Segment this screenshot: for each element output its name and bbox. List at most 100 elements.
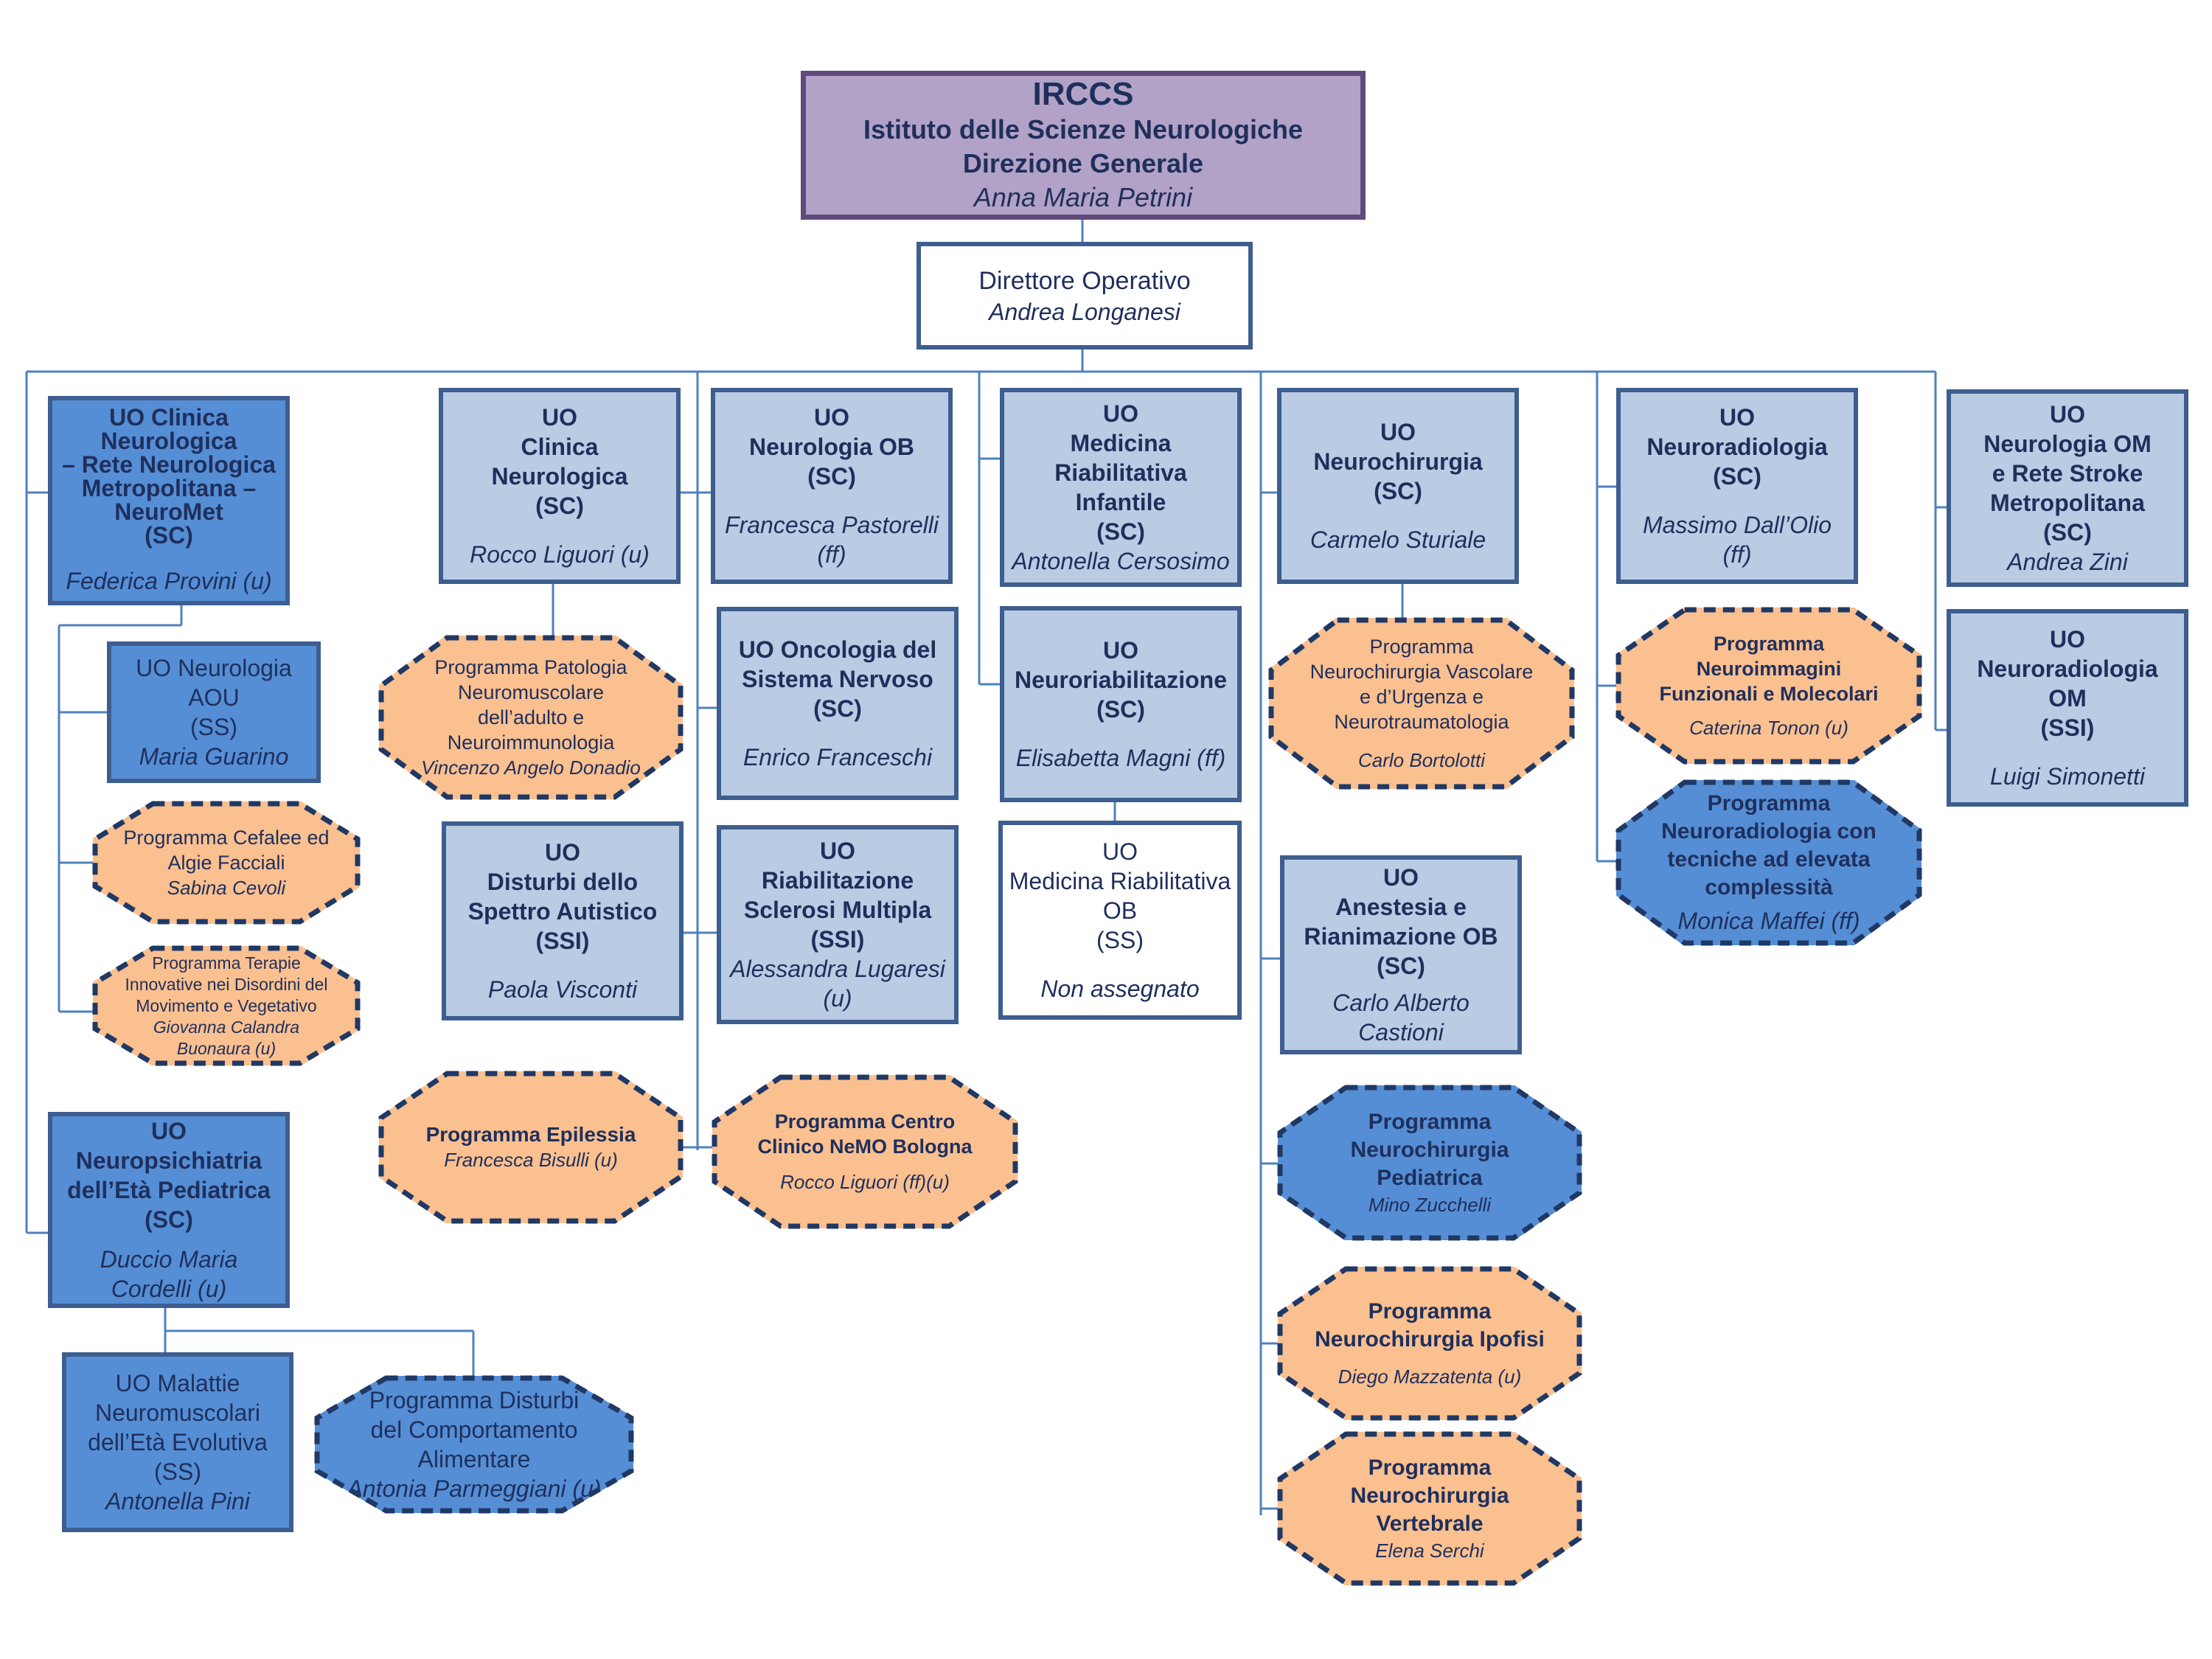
programma-epilessia-box: Programma Epilessia Francesca Bisulli (u…: [379, 1071, 683, 1223]
programma-patologia-neuromuscolare-box: Programma Patologia Neuromuscolare dell’…: [379, 636, 683, 799]
program-name-line: dell’adulto e: [477, 706, 585, 728]
unit-name-line: UO: [1103, 637, 1138, 664]
director-name: Cordelli (u): [111, 1276, 227, 1302]
program-name-line: Neurochirurgia Vascolare: [1310, 661, 1534, 683]
uo-neurologia-om-box: UO Neurologia OM e Rete Stroke Metropoli…: [1947, 389, 2188, 587]
program-name-line: del Comportamento: [370, 1416, 578, 1443]
unit-type-label: (SC): [1096, 696, 1145, 723]
unit-type-label: (SC): [1713, 463, 1761, 490]
director-name: Castioni: [1358, 1019, 1444, 1046]
unit-name-line: Metropolitana: [1990, 490, 2145, 516]
coordinator-name: Rocco Liguori (ff)(u): [780, 1171, 950, 1193]
director-name: Massimo Dall’Olio: [1642, 512, 1832, 538]
programma-cefalee-box: Programma Cefalee ed Algie Facciali Sabi…: [93, 801, 360, 924]
program-name-line: Neuroimmunologia: [447, 731, 615, 754]
unit-type-label: (SC): [2043, 519, 2092, 546]
uo-neurochirurgia-box: UO Neurochirurgia (SC) Carmelo Sturiale: [1277, 388, 1519, 584]
program-name-line: complessità: [1705, 875, 1833, 900]
unit-name-line: dell’Età Pediatrica: [67, 1177, 271, 1203]
program-name-line: Alimentare: [417, 1446, 531, 1472]
programma-disturbi-alimentare-box: Programma Disturbi del Comportamento Ali…: [315, 1376, 633, 1513]
program-name-line: Vertebrale: [1376, 1512, 1484, 1536]
director-name: Rocco Liguori (u): [470, 541, 650, 568]
program-name-line: Neurochirurgia: [1350, 1484, 1509, 1508]
programma-neurochirurgia-pediatrica-box: Programma Neurochirurgia Pediatrica Mino…: [1278, 1085, 1582, 1240]
unit-name-line: Clinica: [521, 434, 599, 460]
unit-name-line: NeuroMet: [114, 498, 223, 525]
unit-name-line: Disturbi dello: [487, 869, 639, 895]
coordinator-name: Antonia Parmeggiani (u): [347, 1475, 602, 1502]
director-name: Duccio Maria: [100, 1246, 238, 1273]
unit-name-line: UO: [151, 1118, 187, 1144]
programma-neurochirurgia-ipofisi-box: Programma Neurochirurgia Ipofisi Diego M…: [1278, 1267, 1582, 1420]
director-name: Carlo Alberto: [1332, 990, 1470, 1016]
program-name-line: Algie Facciali: [167, 852, 285, 874]
uo-neuroradiologia-box: UO Neuroradiologia (SC) Massimo Dall’Oli…: [1616, 388, 1858, 584]
director-name: Luigi Simonetti: [1990, 763, 2145, 790]
unit-name-line: Sistema Nervoso: [742, 666, 933, 692]
director-name: Antonella Pini: [105, 1488, 250, 1514]
program-name-line: Programma: [1368, 1455, 1492, 1480]
coordinator-name: Francesca Bisulli (u): [444, 1149, 618, 1171]
unit-name-line: UO Oncologia del: [738, 636, 937, 663]
uo-riabilitazione-sclerosi-multipla-box: UO Riabilitazione Sclerosi Multipla (SSI…: [717, 825, 959, 1024]
program-name-line: Neuromuscolare: [457, 681, 605, 703]
director-name: Carmelo Sturiale: [1310, 526, 1486, 553]
program-name-line: Programma: [1368, 1299, 1492, 1324]
uo-neurologia-ob-box: UO Neurologia OB (SC) Francesca Pastorel…: [711, 388, 953, 584]
uo-anestesia-rianimazione-box: UO Anestesia e Rianimazione OB (SC) Carl…: [1280, 855, 1522, 1054]
programma-neurochirurgia-vascolare-box: Programma Neurochirurgia Vascolare e d’U…: [1269, 618, 1574, 789]
coordinator-name: Elena Serchi: [1375, 1540, 1484, 1562]
unit-type-label: (SC): [1096, 518, 1145, 545]
uo-neuropsichiatria-box: UO Neuropsichiatria dell’Età Pediatrica …: [48, 1112, 290, 1308]
program-name-line: Neurochirurgia: [1350, 1138, 1509, 1162]
uo-neurologia-aou-box: UO Neurologia AOU (SS) Maria Guarino: [107, 641, 321, 783]
program-name-line: Neurotraumatologia: [1334, 711, 1509, 733]
unit-name-line: Neurologia OM: [1983, 431, 2152, 457]
programma-neuroimmagini-box: Programma Neuroimmagini Funzionali e Mol…: [1616, 608, 1921, 764]
director-name: Elisabetta Magni (ff): [1015, 745, 1226, 771]
unit-name-line: UO: [820, 838, 855, 864]
unit-name-line: UO: [2050, 401, 2085, 428]
unit-type-label: (SC): [535, 493, 584, 519]
unit-name-line: Medicina Riabilitativa: [1009, 868, 1231, 894]
unit-name-line: UO: [542, 404, 577, 431]
unit-name-line: UO: [1383, 864, 1419, 891]
unit-type-label: (SC): [145, 1206, 193, 1233]
unit-name-line: Metropolitana –: [81, 475, 257, 501]
direttore-operativo-box: Direttore Operativo Andrea Longanesi: [917, 242, 1253, 349]
unit-name-line: UO: [1380, 419, 1416, 445]
uo-clinica-neurologica-box: UO Clinica Neurologica (SC) Rocco Liguor…: [439, 388, 681, 584]
uo-clinica-neurologica-neuromet-box: UO Clinica Neurologica – Rete Neurologic…: [48, 396, 290, 605]
unit-type-label: (SC): [813, 695, 862, 722]
unit-name-line: UO: [2050, 626, 2085, 653]
director-name: (u): [823, 985, 852, 1012]
unit-name-line: Neurologia OB: [748, 434, 914, 460]
program-name-line: Pediatrica: [1377, 1166, 1483, 1190]
direttore-generale-name: Anna Maria Petrini: [973, 182, 1193, 212]
unit-name-line: Neuropsichiatria: [75, 1147, 262, 1174]
unit-type-label: (SSI): [810, 926, 865, 953]
program-name-line: tecniche ad elevata: [1667, 847, 1871, 872]
unit-name-line: Neuroriabilitazione: [1014, 667, 1228, 693]
unit-name-line: Infantile: [1075, 489, 1166, 515]
unit-name-line: Neuroradiologia: [1646, 434, 1828, 460]
director-name: (ff): [817, 541, 846, 568]
unit-name-line: UO: [1103, 400, 1138, 427]
irccs-title: IRCCS: [1032, 76, 1134, 112]
coordinator-name: Vincenzo Angelo Donadio: [421, 757, 641, 779]
director-name: Non assegnato: [1040, 975, 1200, 1002]
unit-name-line: Neurochirurgia: [1313, 448, 1483, 475]
unit-name-line: Neurologica: [100, 428, 237, 454]
coordinator-name: Caterina Tonon (u): [1689, 717, 1848, 739]
program-name-line: e d’Urgenza e: [1359, 686, 1484, 708]
unit-type-label: (SS): [154, 1458, 201, 1485]
coordinator-name: Sabina Cevoli: [167, 877, 286, 899]
unit-type-label: (SSI): [535, 928, 590, 954]
programma-centro-nemo-box: Programma Centro Clinico NeMO Bologna Ro…: [712, 1075, 1018, 1228]
program-name-line: Programma Cefalee ed: [123, 827, 330, 849]
program-name-line: Neurochirurgia Ipofisi: [1315, 1327, 1545, 1352]
unit-name-line: Medicina: [1070, 430, 1172, 456]
unit-name-line: UO: [545, 839, 580, 866]
